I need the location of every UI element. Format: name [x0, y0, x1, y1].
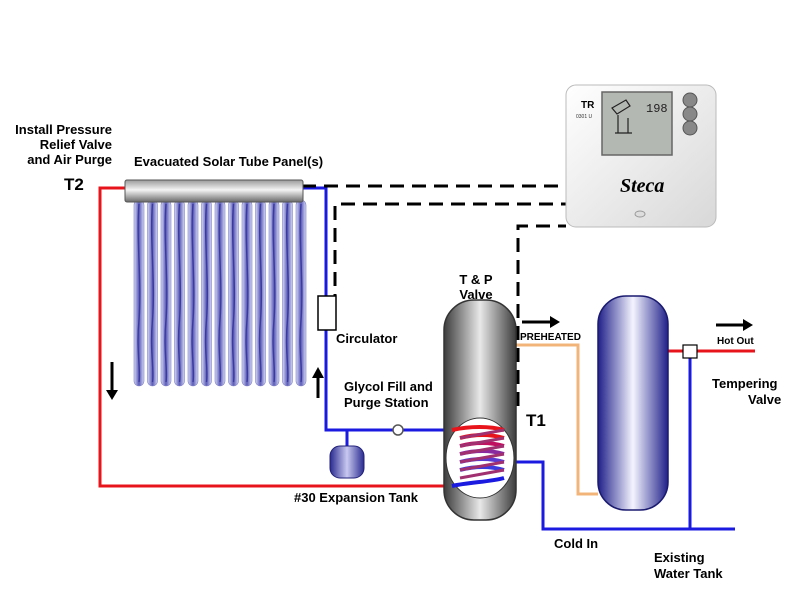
sensor-wire-t1 [478, 224, 566, 412]
controller-sub-model: 0301 U [576, 114, 593, 120]
tempering-valve-label-1: Tempering [712, 376, 778, 391]
expansion-tank [329, 445, 365, 479]
flow-arrow-up-icon [312, 367, 324, 398]
tube-absorber-stripe [299, 203, 303, 383]
solar-controller: TR 0301 U 198 Steca [565, 84, 717, 228]
panel-label: Evacuated Solar Tube Panel(s) [134, 154, 323, 169]
existing-tank-label-2: Water Tank [654, 566, 723, 581]
tempering-valve-label-2: Valve [748, 392, 781, 407]
tube-absorber-stripe [231, 203, 236, 383]
existing-tank-label-1: Existing [654, 550, 705, 565]
tube-absorber-stripe [150, 203, 155, 383]
circulator-label: Circulator [336, 331, 397, 346]
tp-valve-label-1: T & P [459, 272, 493, 287]
pressure-relief-label-3: and Air Purge [27, 152, 112, 167]
controller-led-icon [634, 210, 646, 218]
hot-out-label: Hot Out [717, 336, 754, 347]
tube-absorber-stripe [272, 203, 276, 383]
pressure-relief-label-1: Install Pressure [15, 122, 112, 137]
expansion-tank-label: #30 Expansion Tank [294, 490, 419, 505]
tube-absorber-stripe [164, 203, 168, 383]
collector-symbol-icon [611, 99, 632, 134]
panel-header [124, 179, 304, 203]
cold-in-label: Cold In [554, 536, 598, 551]
flow-arrow-right-icon [522, 316, 560, 328]
sensor-t2-label: T2 [64, 175, 84, 194]
controller-display [601, 91, 673, 156]
preheated-label: PREHEATED [520, 332, 581, 343]
preheated-pipe [515, 343, 598, 496]
controller-display-value: 198 [646, 102, 668, 116]
sensor-t1-label: T1 [526, 411, 546, 430]
tube-absorber-stripe [177, 203, 182, 383]
cold-in-pipe [515, 460, 735, 531]
controller-brand: Steca [620, 175, 664, 197]
glycol-label-1: Glycol Fill and [344, 379, 433, 394]
hot-supply-pipe [98, 186, 452, 488]
tp-valve-label-2: Valve [459, 287, 492, 302]
tube-absorber-stripe [137, 203, 141, 383]
flow-arrow-down-icon [106, 362, 118, 400]
existing-water-tank [597, 295, 669, 511]
solar-tube-panel [133, 199, 307, 387]
circulator-pump [317, 295, 337, 331]
controller-model: TR [581, 100, 595, 111]
flow-arrow-right-icon [716, 319, 753, 331]
tube-absorber-stripe [204, 203, 209, 383]
tube-absorber-stripe [258, 203, 263, 383]
solar-storage-tank [443, 299, 517, 521]
tube-absorber-stripe [285, 203, 290, 383]
tube-absorber-stripe [245, 203, 249, 383]
tube-absorber-stripe [218, 203, 222, 383]
heat-exchanger-coil-icon [451, 425, 505, 488]
tube-absorber-stripe [191, 203, 195, 383]
tempering-valve-icon [682, 344, 698, 359]
controller-up-button[interactable] [682, 92, 698, 108]
controller-down-button[interactable] [682, 120, 698, 136]
glycol-label-2: Purge Station [344, 395, 429, 410]
controller-set-button[interactable] [682, 106, 698, 122]
pressure-relief-label-2: Relief Valve [40, 137, 112, 152]
glycol-fill-valve-icon [392, 424, 404, 436]
